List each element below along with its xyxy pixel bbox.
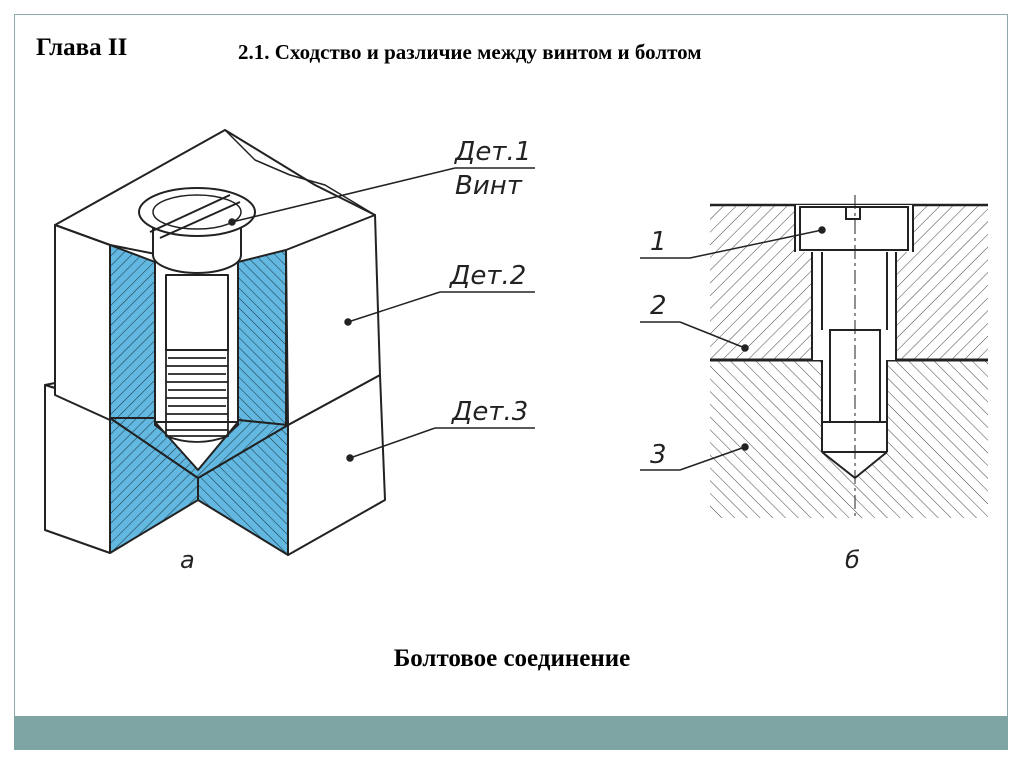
- screw-b-head: [799, 206, 909, 251]
- block-2-left-face: [54, 224, 111, 421]
- label-det2: Дет.2: [449, 261, 526, 291]
- block-2-section-left: [109, 244, 156, 419]
- screw-slot: [149, 194, 241, 239]
- screw-threads: [165, 349, 229, 443]
- label-b1: 1: [650, 227, 667, 257]
- screw-head-rim: [152, 194, 242, 230]
- leaders-b: [640, 226, 826, 471]
- label-det3: Дет.3: [451, 397, 528, 427]
- figure-a-sublabel: а: [180, 546, 195, 574]
- figure-a: [44, 129, 535, 556]
- screw-b-shank: [811, 252, 897, 360]
- label-b3: 3: [650, 440, 667, 470]
- footer-bar: [14, 716, 1008, 750]
- label-vint: Винт: [455, 171, 523, 201]
- section-title: 2.1. Сходство и различие между винтом и …: [238, 40, 702, 64]
- figure-b: [640, 195, 988, 520]
- screw-b-slot: [845, 207, 861, 220]
- screw-shank: [165, 274, 229, 351]
- leaders-a: [228, 167, 535, 462]
- label-det1: Дет.1: [454, 137, 531, 167]
- block-2-right-face: [285, 214, 381, 426]
- figure-caption: Болтовое соединение: [393, 645, 631, 672]
- block-2-section-right: [237, 249, 287, 426]
- chapter-title: Глава II: [36, 34, 128, 61]
- label-b2: 2: [650, 291, 667, 321]
- figure-b-sublabel: б: [845, 546, 860, 574]
